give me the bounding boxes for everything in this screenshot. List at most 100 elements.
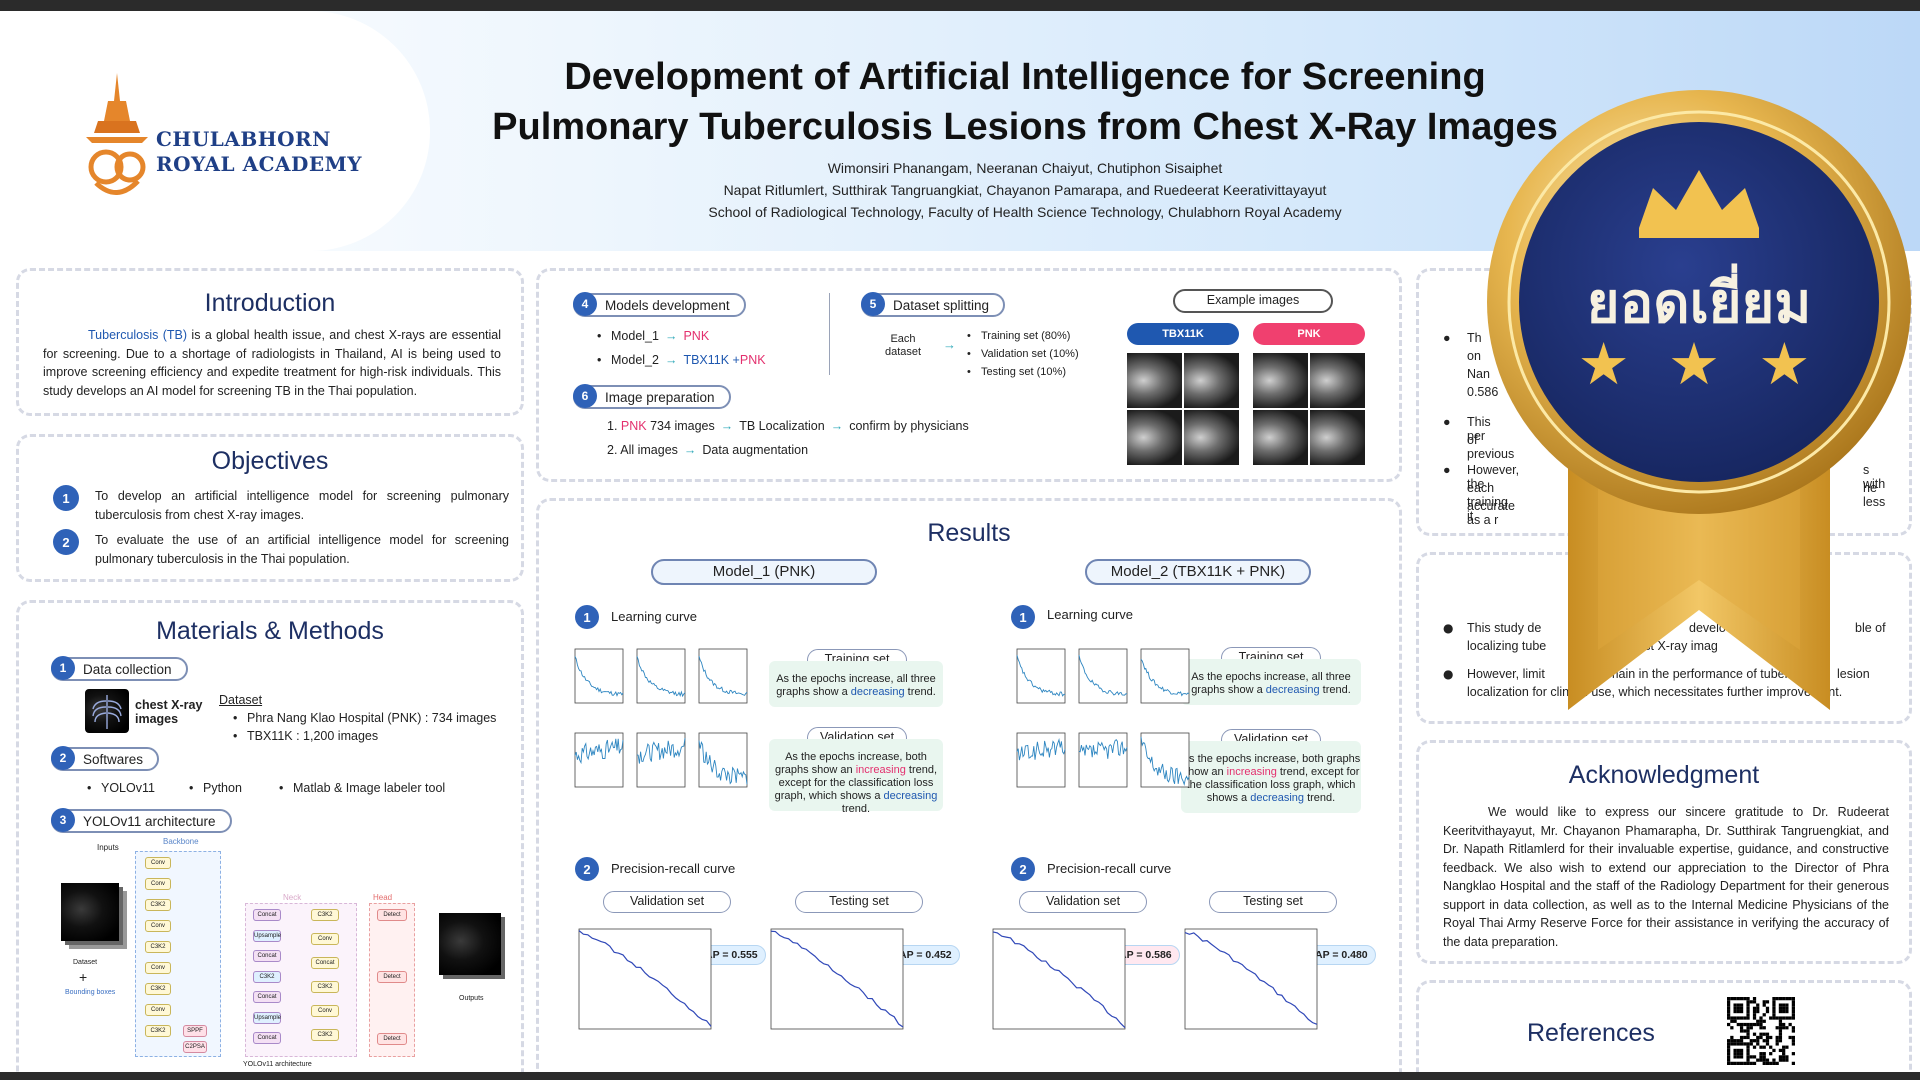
outputs-image — [439, 913, 501, 975]
m1-pr-label: Precision-recall curve — [611, 861, 736, 876]
disc-fragment: on — [1467, 349, 1481, 363]
authors-line2: Napat Ritlumlert, Sutthirak Tangruangkia… — [723, 182, 1327, 198]
models-list: Model_1→PNK Model_2→TBX11K +PNK — [595, 327, 766, 369]
note-highlight: decreasing — [850, 686, 905, 698]
methods-continued-panel: 4 Models development Model_1 → PNK Model_2… — [536, 268, 1402, 482]
disc-fragment: Nan — [1467, 367, 1490, 381]
software-yolo: YOLOv11 — [85, 779, 155, 797]
note-highlight: decreasing — [1265, 684, 1320, 696]
affiliation: School of Radiological Technology, Facul… — [708, 204, 1342, 220]
concl-fragment: develo — [1689, 621, 1726, 635]
softwares-number: 2 — [51, 746, 75, 770]
note-text: trend, except for the classification los… — [774, 764, 938, 802]
disc-fragment: This per — [1467, 415, 1491, 443]
concl-fragment: localizing tube — [1467, 639, 1547, 653]
dataset-item: TBX11K : 1,200 images — [231, 727, 496, 745]
architecture-label: YOLOv11 architecture — [83, 813, 216, 829]
disc-bullet: ● — [1443, 463, 1451, 477]
software-python: Python — [187, 779, 242, 797]
title-line1: Development of Artificial Intelligence f… — [564, 56, 1486, 98]
architecture-pill: 3 YOLOv11 architecture — [51, 808, 232, 833]
note-highlight: decreasing — [883, 790, 938, 802]
precision-recall-plot — [992, 928, 1126, 1030]
objectives-title: Objectives — [211, 447, 329, 475]
acknowledgment-panel: Acknowledgment We would like to express … — [1416, 740, 1912, 964]
prep-step-2-a: All images — [620, 443, 678, 457]
arrow-icon: → — [720, 419, 734, 433]
detect-block: Detect — [377, 909, 407, 921]
ribcage-icon — [92, 695, 122, 729]
note-text: trend. — [1304, 792, 1336, 804]
m2-pr-number: 2 — [1011, 857, 1035, 881]
m2-pr-testing-pill: Testing set — [1209, 891, 1337, 913]
model-1-name: Model_1 — [611, 329, 659, 343]
m2-learning-label: Learning curve — [1047, 607, 1133, 622]
neck-block: Concat — [253, 1032, 281, 1044]
loss-curve-plot — [636, 648, 686, 704]
neck-block: C3K2 — [311, 1029, 339, 1041]
arch-bounding-label: Bounding boxes — [65, 989, 116, 996]
backbone-block: C3K2 — [145, 983, 171, 995]
academy-name-line1: CHULABHORN — [156, 127, 331, 151]
qr-code-icon[interactable] — [1727, 997, 1795, 1065]
model-2-name: Model_2 — [611, 353, 659, 367]
disc-fragment: of previous — [1467, 433, 1515, 461]
arch-backbone-label: Backbone — [163, 837, 199, 846]
neck-block: Concat — [253, 909, 281, 921]
loss-curve-plot — [1016, 648, 1066, 704]
models-development-pill: 4 Models development — [573, 292, 746, 317]
data-collection-label: Data collection — [83, 661, 172, 677]
note-text: trend, except for the classification los… — [1186, 766, 1360, 804]
loss-curve-plot — [1140, 732, 1190, 788]
prep-step-1-pnk: PNK — [620, 419, 647, 433]
example-xray-image — [1184, 410, 1239, 465]
note-text: trend. — [1319, 684, 1351, 696]
acknowledgment-text: We would like to express our sincere gra… — [1443, 805, 1889, 949]
arch-outputs-label: Outputs — [459, 995, 484, 1002]
neck-block: Concat — [253, 991, 281, 1003]
objective-2-number: 2 — [53, 529, 79, 555]
example-images-label: Example images — [1173, 289, 1333, 313]
crown-icon — [1639, 170, 1759, 228]
neck-block: Concat — [311, 957, 339, 969]
divider — [829, 293, 830, 375]
concl-fragment: ble of — [1855, 621, 1886, 635]
prep-step-2-num: 2. — [607, 443, 618, 457]
arrow-icon: → — [664, 353, 678, 367]
neck-block: C3K2 — [311, 981, 339, 993]
academy-name: CHULABHORN ROYAL ACADEMY — [156, 127, 362, 177]
loss-curve-plot — [636, 732, 686, 788]
architecture-number: 3 — [51, 808, 75, 832]
note-text: As the epochs increase, all three graphs… — [1191, 671, 1351, 696]
disc-fragment: s with — [1863, 463, 1886, 491]
disc-fragment: Th — [1467, 331, 1482, 345]
m2-training-note: As the epochs increase, all three graphs… — [1181, 659, 1361, 705]
sppf-block: SPPF — [183, 1025, 207, 1037]
c2psa-block: C2PSA — [183, 1041, 207, 1053]
backbone-block: C3K2 — [145, 941, 171, 953]
backbone-block: C3K2 — [145, 899, 171, 911]
model-2-pnk: PNK — [739, 353, 766, 367]
objective-1-number: 1 — [53, 485, 79, 511]
arch-head-label: Head — [373, 893, 393, 902]
software-item-2: Python — [187, 779, 242, 797]
splitting-list: Training set (80%) Validation set (10%) … — [965, 327, 1079, 381]
data-collection-pill: 1 Data collection — [51, 656, 188, 681]
disc-fragment: However, the — [1467, 463, 1520, 491]
neck-block: Upsample — [253, 1011, 281, 1024]
backbone-block: C3K2 — [145, 1025, 171, 1037]
introduction-panel: Introduction Tuberculosis (TB) is a glob… — [16, 268, 524, 416]
concl-bullet: ● — [1443, 667, 1454, 681]
objective-2-text: To evaluate the use of an artificial int… — [95, 533, 509, 566]
dataset-splitting-pill: 5 Dataset splitting — [861, 292, 1006, 317]
software-item-3: Matlab & Image labeler tool — [277, 779, 445, 797]
neck-block: Concat — [253, 950, 281, 962]
dataset-stack-image — [61, 883, 119, 941]
dataset-item: Phra Nang Klao Hospital (PNK) : 734 imag… — [231, 709, 496, 727]
chest-xray-thumbnail — [85, 689, 129, 733]
award-medal-icon — [1487, 90, 1911, 710]
title-line2: Pulmonary Tuberculosis Lesions from Ches… — [492, 106, 1558, 148]
arch-caption: YOLOv11 architecture — [243, 1061, 312, 1068]
methods-panel: Materials & Methods 1 Data collection ch… — [16, 600, 524, 1078]
loss-curve-plot — [1078, 648, 1128, 704]
